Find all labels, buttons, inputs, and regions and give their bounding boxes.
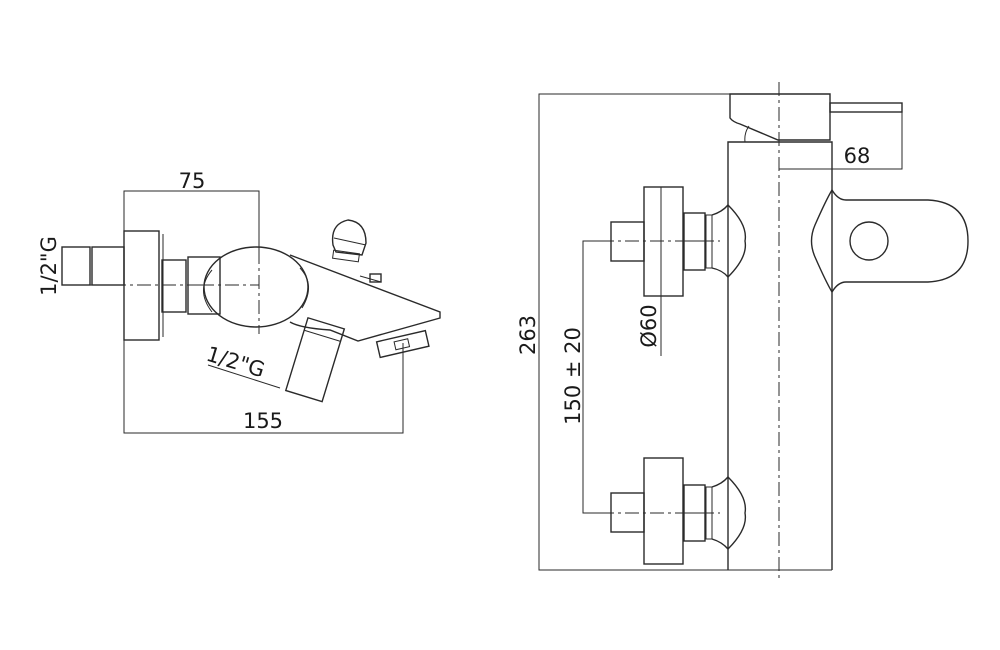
outlet-thread-label: 1/2"G xyxy=(204,342,268,382)
dimension-75: 75 xyxy=(123,169,260,334)
dim-263-label: 263 xyxy=(516,315,540,355)
inlet-stub-inner xyxy=(91,246,125,286)
dimension-68 xyxy=(779,112,903,170)
lower-inlet xyxy=(600,457,747,565)
dim-75-label: 75 xyxy=(179,169,206,193)
dim-flange-label: Ø60 xyxy=(637,304,661,347)
dim-68-label: 68 xyxy=(844,144,871,168)
side-view: 75 1/2"G xyxy=(37,169,441,434)
diverter-stub xyxy=(369,273,382,283)
dimension-150 xyxy=(582,240,600,514)
handle-lever xyxy=(829,102,903,113)
upper-inlet xyxy=(600,186,747,356)
shower-outlet xyxy=(284,316,346,403)
inlet-thread-label: 1/2"G xyxy=(37,236,61,296)
inlet-stub-outer xyxy=(61,246,91,286)
dim-155-label: 155 xyxy=(243,409,283,433)
spout xyxy=(810,189,969,293)
front-view: 263 68 150 ± 20 Ø60 xyxy=(516,82,969,582)
outlet-thread-leader xyxy=(207,364,281,389)
wall-flange xyxy=(123,230,160,341)
spout-outlet xyxy=(849,221,889,261)
nut xyxy=(161,259,187,313)
dimension-263 xyxy=(538,93,832,571)
dim-150-label: 150 ± 20 xyxy=(561,327,585,425)
diverter-knob xyxy=(331,219,367,263)
dimension-155: 155 xyxy=(123,340,404,434)
top-handle xyxy=(729,93,831,141)
mixer-body xyxy=(727,141,833,570)
spout-body xyxy=(289,254,441,342)
